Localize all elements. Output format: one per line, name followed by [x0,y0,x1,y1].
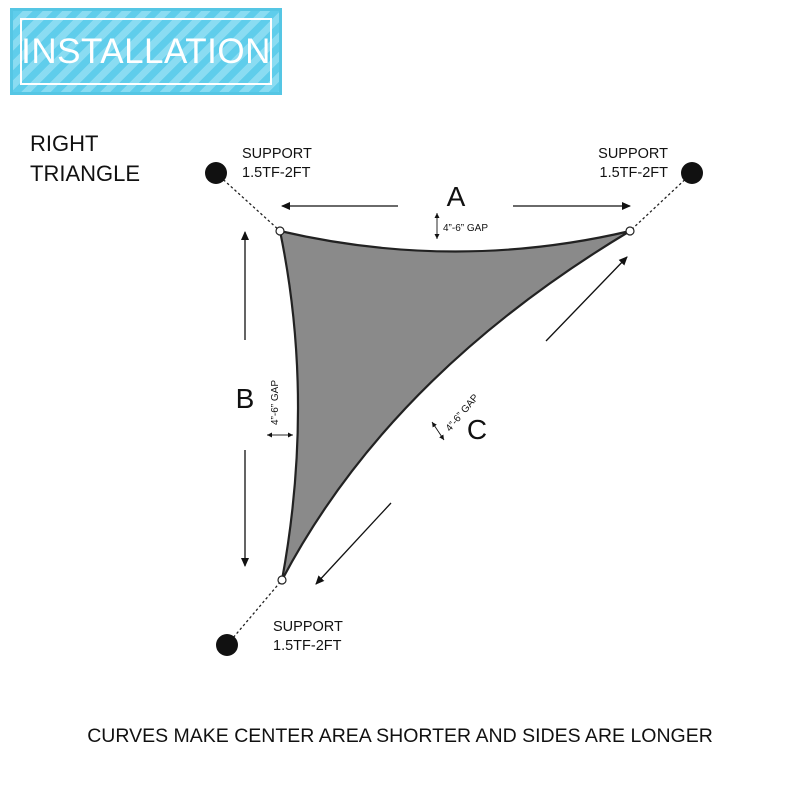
gap-label-a: 4”-6” GAP [443,223,488,234]
banner-frame: INSTALLATION [20,18,272,85]
support-post-bottom [216,634,238,656]
support-label-top-right-line1: SUPPORT [598,146,668,162]
support-label-top-right-line2: 1.5TF-2FT [600,165,669,181]
footer-caption: CURVES MAKE CENTER AREA SHORTER AND SIDE… [87,725,713,747]
installation-banner: INSTALLATION [10,8,282,95]
shape-type-label-line2: TRIANGLE [30,161,140,186]
gap-label-b: 4”-6” GAP [270,380,281,425]
support-post-top-right [681,162,703,184]
cable-bottom [226,579,283,646]
support-post-top-left [205,162,227,184]
side-c-arrow-down [315,502,392,585]
cable-top-right [629,172,693,232]
corner-ring-bottom [277,575,287,585]
cable-top-left [215,172,281,232]
corner-ring-top-right [625,226,635,236]
shape-type-label-line1: RIGHT [30,131,98,156]
gap-marker-c [431,421,445,441]
corner-ring-top-left [275,226,285,236]
side-c-arrow-up [545,256,628,342]
side-b-label: B [236,383,255,414]
support-label-bottom-line2: 1.5TF-2FT [273,638,342,654]
support-label-bottom-line1: SUPPORT [273,619,343,635]
support-label-top-left-line1: SUPPORT [242,146,312,162]
side-c-label: C [467,414,487,445]
shade-sail [278,229,632,582]
side-a-label: A [447,181,466,212]
support-label-top-left-line2: 1.5TF-2FT [242,165,311,181]
banner-title: INSTALLATION [21,31,271,71]
